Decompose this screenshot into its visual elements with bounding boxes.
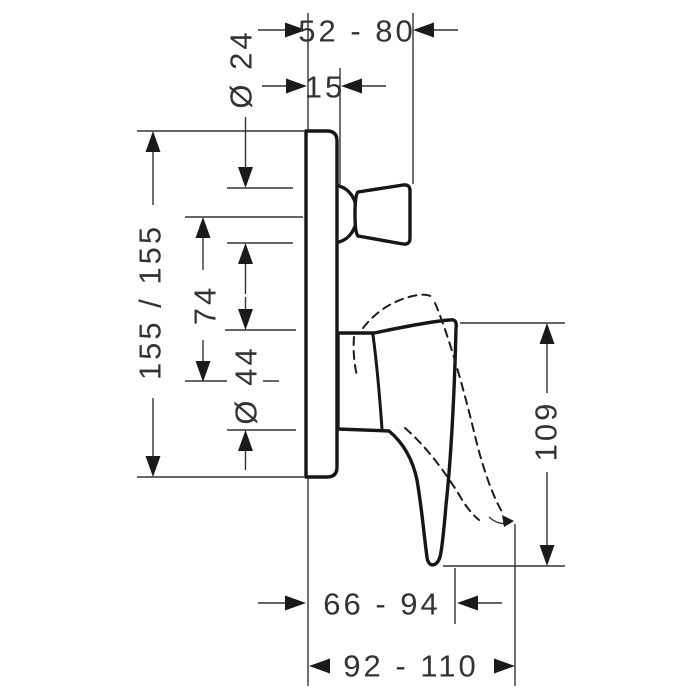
extension-lines bbox=[137, 13, 565, 686]
handle-swivel-dashed-hub-edge bbox=[352, 336, 358, 377]
dimension-labels: 52 - 80 15 Ø 24 155 / 155 74 Ø 44 109 66… bbox=[133, 14, 564, 684]
dim-axis-distance-label: 74 bbox=[188, 285, 223, 325]
dimension-lines bbox=[152, 29, 548, 604]
control-knob bbox=[353, 183, 412, 246]
swivel-arc-arrowhead-icon bbox=[502, 515, 514, 527]
handle-swivel-dashed-front-edge bbox=[434, 302, 505, 516]
dim-plate-size-label: 155 / 155 bbox=[133, 224, 168, 380]
dim-knob-diameter-label: Ø 24 bbox=[224, 29, 259, 108]
lever-handle bbox=[336, 318, 458, 567]
handle-swivel-dashed-back-edge bbox=[404, 427, 480, 521]
dim-lever-height-label: 109 bbox=[529, 401, 564, 462]
dim-depth-range-total-label: 92 - 110 bbox=[343, 649, 478, 684]
fixture bbox=[304, 129, 514, 567]
dim-depth-range-lever-label: 66 - 94 bbox=[323, 587, 441, 622]
handle-swivel-dashed-top-edge bbox=[362, 293, 435, 329]
dim-depth-range-top-label: 52 - 80 bbox=[298, 14, 416, 49]
handle-hub-detail-line bbox=[371, 333, 384, 431]
dim-hub-diameter-label: Ø 44 bbox=[229, 345, 264, 424]
dim-plate-offset-label: 15 bbox=[305, 70, 345, 105]
wall-plate bbox=[304, 129, 339, 479]
